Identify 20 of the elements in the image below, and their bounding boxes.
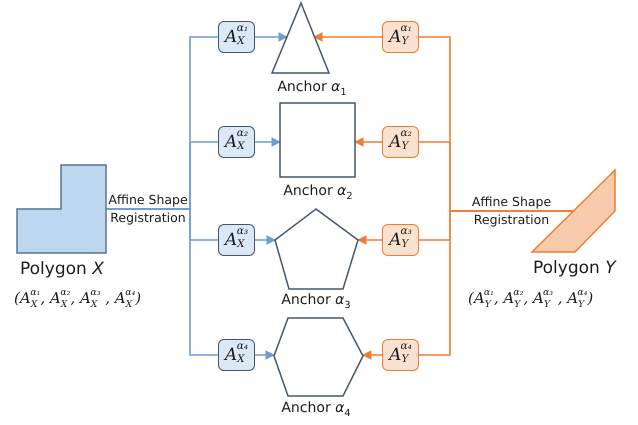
- edge-label: Affine Shape Registration: [107, 191, 189, 227]
- arrow: [255, 137, 281, 147]
- edge-label: Affine Shape Registration: [470, 193, 552, 229]
- arrow: [255, 350, 275, 360]
- arrow: [313, 32, 382, 42]
- connector-line: [106, 208, 218, 356]
- matrix-tuple: (A$_{X}$$^{α₁}$, A$_{X}$$^{α₂}$, A$_{X}$$^{α₃}$ , A$_{X}$$^{α₄}$): [14, 289, 142, 307]
- polygon-label: Polygon X: [20, 259, 104, 279]
- connector-line: [419, 210, 573, 356]
- arrow: [255, 235, 276, 245]
- arrow: [362, 350, 382, 360]
- arrow: [357, 235, 382, 245]
- arrow: [255, 32, 288, 42]
- anchor-label: Anchor α$_{2}$: [282, 183, 354, 202]
- anchor-label: Anchor α$_{4}$: [280, 400, 352, 419]
- matrix-tuple: (A$_{Y}$$^{α₁}$, A$_{Y}$$^{α₂}$, A$_{Y}$$^{α₃}$ , A$_{Y}$$^{α₄}$): [468, 289, 594, 307]
- arrow: [354, 137, 382, 147]
- polygon-label: Polygon Y: [533, 258, 616, 278]
- anchor-label: Anchor α$_{3}$: [280, 292, 352, 311]
- anchor-label: Anchor α$_{1}$: [276, 79, 348, 98]
